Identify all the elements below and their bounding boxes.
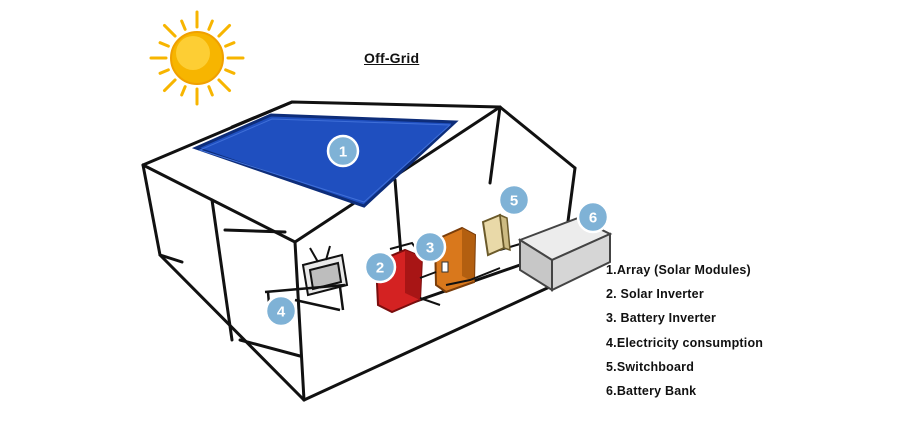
solar-panel-array xyxy=(191,113,459,208)
diagram-title: Off-Grid xyxy=(364,50,420,66)
badge-1: 1 xyxy=(326,134,360,168)
legend-item-battery-bank: 6.Battery Bank xyxy=(606,383,697,398)
svg-text:1: 1 xyxy=(339,144,347,161)
legend-item-electricity-consumption: 4.Electricity consumption xyxy=(606,335,764,350)
legend-item-solar-inverter: 2. Solar Inverter xyxy=(606,287,704,302)
sun-ray xyxy=(207,85,214,97)
badge-2: 2 xyxy=(363,250,397,284)
switchboard xyxy=(481,213,511,257)
legend-item-array: 1.Array (Solar Modules) xyxy=(606,263,751,277)
sun-ray xyxy=(158,41,170,48)
sun-ray xyxy=(180,19,187,31)
svg-text:5: 5 xyxy=(510,193,518,210)
badge-6: 6 xyxy=(576,200,610,234)
svg-text:6: 6 xyxy=(589,210,597,227)
sun-ray xyxy=(217,78,232,93)
sun-ray xyxy=(158,68,170,75)
sun-ray xyxy=(207,19,214,31)
sun-ray xyxy=(224,41,236,48)
sun-icon xyxy=(149,10,245,106)
sun-ray xyxy=(162,23,177,38)
legend-item-switchboard: 5.Switchboard xyxy=(606,359,695,374)
legend-item-battery-inverter: 3. Battery Inverter xyxy=(606,311,717,326)
badge-4: 4 xyxy=(264,294,298,328)
sun-ray xyxy=(180,85,187,97)
sun-ray xyxy=(217,23,232,38)
sun-ray xyxy=(224,68,236,75)
badge-3: 3 xyxy=(413,230,447,264)
svg-text:3: 3 xyxy=(426,240,434,257)
svg-text:4: 4 xyxy=(277,304,286,321)
sun-ray xyxy=(162,78,177,93)
legend: 1.Array (Solar Modules) 2. Solar Inverte… xyxy=(606,262,763,407)
svg-text:2: 2 xyxy=(376,260,384,277)
badge-5: 5 xyxy=(497,183,531,217)
